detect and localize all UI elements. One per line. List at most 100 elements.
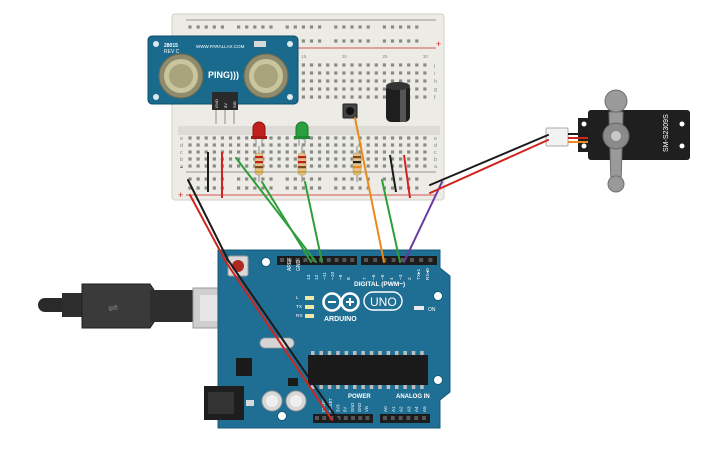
breadboard-hole	[399, 143, 403, 147]
rail-hole	[293, 25, 297, 29]
rail-hole	[399, 25, 403, 29]
breadboard-hole	[212, 136, 216, 140]
rail-hole	[285, 177, 289, 181]
breadboard-hole	[423, 136, 427, 140]
breadboard-hole	[415, 164, 419, 168]
breadboard-hole	[399, 71, 403, 75]
header-hole	[383, 416, 387, 420]
breadboard-hole	[326, 79, 330, 83]
breadboard-hole	[245, 157, 249, 161]
breadboard-hole	[293, 143, 297, 147]
breadboard-hole	[334, 95, 338, 99]
digital-pin-label: TX▸1	[416, 268, 422, 280]
breadboard-hole	[196, 143, 200, 147]
ping-pin-label: 5V	[223, 103, 228, 108]
rail-hole	[188, 186, 192, 190]
digital-pin-label: 4	[389, 277, 395, 280]
chip-leg	[369, 351, 374, 355]
wire-red-arduino-5v	[189, 194, 333, 421]
breadboard-hole	[334, 79, 338, 83]
breadboard-hole	[188, 157, 192, 161]
rail-hole	[309, 25, 314, 29]
gnd-label: GND	[296, 260, 302, 272]
breadboard-hole	[423, 71, 427, 75]
breadboard-hole	[399, 157, 403, 161]
chip-leg	[353, 351, 357, 355]
breadboard-hole	[318, 164, 322, 168]
rail-hole	[237, 25, 241, 29]
rail-hole	[261, 186, 265, 190]
header-hole	[315, 416, 319, 420]
arduino-brand: ARDUINO	[324, 316, 357, 323]
breadboard-hole	[285, 143, 289, 147]
electrolytic-capacitor	[386, 82, 410, 122]
jumper-black-right	[389, 154, 397, 193]
digital-pin-label: ~3	[398, 274, 404, 280]
breadboard-hole	[390, 79, 395, 83]
analog-pin-label: A0	[383, 406, 388, 412]
row-letter: a	[434, 164, 438, 170]
atmega-chip	[308, 355, 428, 385]
breadboard-hole	[301, 150, 305, 154]
breadboard-hole	[228, 157, 233, 161]
rail-hole	[318, 25, 322, 29]
rail-hole	[415, 186, 419, 190]
ping-sensor: 28015 REV C WWW.PARALLAX.COM PING))) GND…	[147, 35, 299, 124]
breadboard-hole	[350, 157, 354, 161]
breadboard-hole	[374, 79, 378, 83]
breadboard-hole	[318, 95, 322, 99]
rail-hole	[196, 25, 200, 29]
breadboard-hole	[423, 95, 427, 99]
chip-leg	[395, 351, 399, 355]
breadboard-hole	[374, 63, 378, 67]
board-led-label: L	[296, 295, 299, 301]
breadboard-hole	[415, 143, 419, 147]
breadboard-hole	[220, 143, 224, 147]
ping-pin-label: GND	[214, 99, 219, 108]
header-hole	[342, 258, 347, 262]
breadboard-hole	[196, 164, 200, 168]
rail-hole	[212, 186, 216, 190]
breadboard-hole	[309, 164, 314, 168]
chip-leg	[319, 351, 323, 355]
rail-hole	[358, 25, 362, 29]
breadboard-hole	[326, 63, 330, 67]
breadboard-hole	[390, 136, 395, 140]
breadboard-hole	[277, 164, 281, 168]
chip-leg	[336, 385, 340, 389]
digital-pin-label: 2	[407, 277, 413, 280]
rail-hole	[188, 25, 192, 29]
row-letter: f	[434, 95, 436, 101]
breadboard-hole	[237, 150, 241, 154]
breadboard-hole	[277, 157, 281, 161]
breadboard-hole	[342, 143, 346, 147]
wire-green-ping-to-arduino	[235, 157, 317, 263]
resistor-2	[297, 146, 307, 182]
rail-hole	[390, 177, 395, 181]
breadboard-hole	[204, 150, 208, 154]
rail-hole	[382, 39, 386, 43]
rail-hole	[358, 39, 362, 43]
rail-hole	[399, 177, 403, 181]
rail-hole	[415, 39, 419, 43]
header-hole	[358, 416, 363, 420]
breadboard-hole	[309, 136, 314, 140]
breadboard-hole	[245, 136, 249, 140]
header-hole	[303, 258, 308, 262]
chip-legs	[311, 351, 424, 389]
ping-model-number: 28015	[164, 43, 178, 49]
breadboard-hole	[334, 87, 338, 91]
breadboard-hole	[350, 95, 354, 99]
rail-hole	[407, 25, 411, 29]
breadboard-hole	[366, 95, 370, 99]
breadboard-hole	[334, 150, 338, 154]
breadboard-hole	[326, 71, 330, 75]
breadboard-hole	[399, 164, 403, 168]
row-letter: c	[180, 150, 183, 156]
breadboard-hole	[326, 164, 330, 168]
board-led	[305, 305, 314, 309]
breadboard-hole	[220, 136, 224, 140]
digital-pin-label: ~6	[371, 274, 377, 280]
rail-hole	[318, 39, 322, 43]
